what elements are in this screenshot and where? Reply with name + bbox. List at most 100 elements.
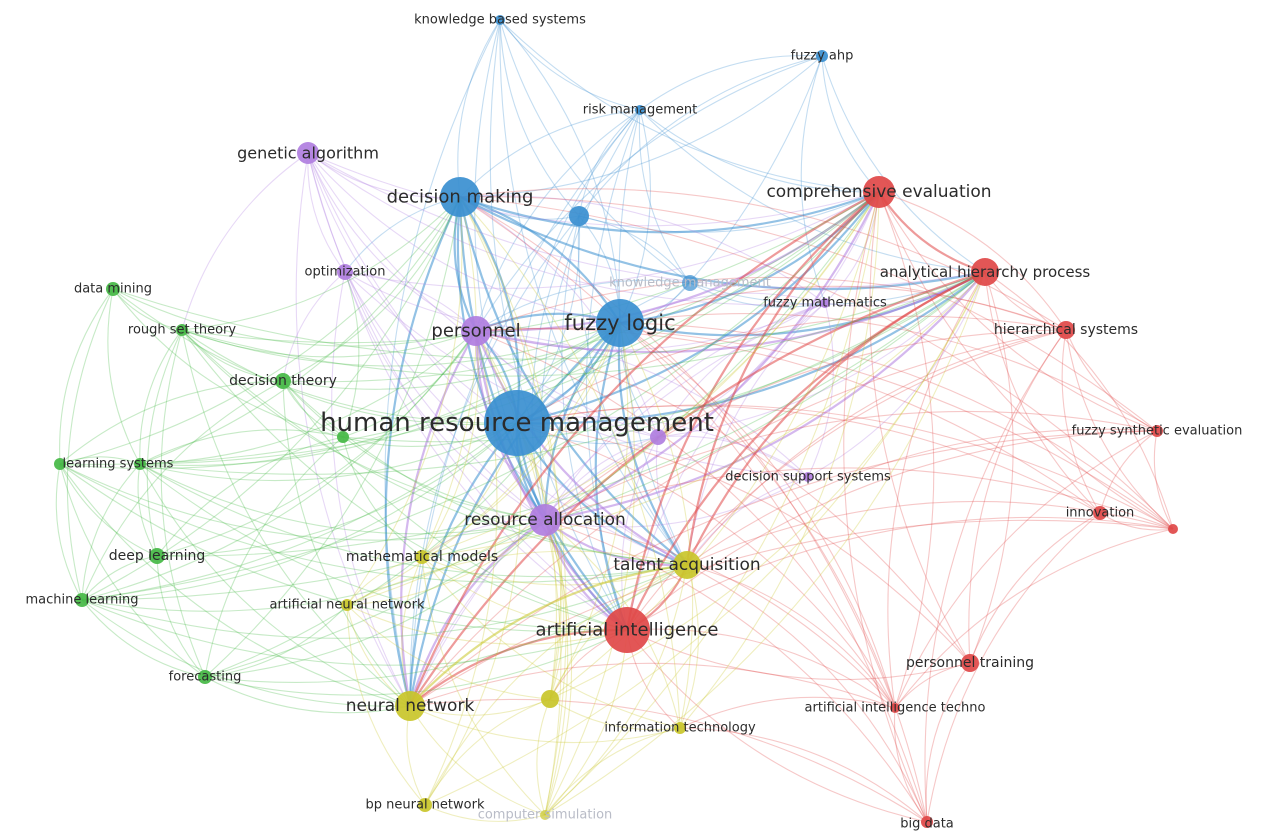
link-mm-nn xyxy=(401,556,423,707)
link-pt-hrm xyxy=(516,422,971,664)
node-label[interactable]: decision theory xyxy=(229,373,337,389)
node-label[interactable]: knowledge management xyxy=(609,276,771,291)
node-label[interactable]: fuzzy mathematics xyxy=(763,296,887,311)
node-dm[interactable] xyxy=(440,177,480,217)
node-label[interactable]: artificial intelligence techno xyxy=(805,701,986,716)
link-ga-ahp xyxy=(307,152,986,289)
link-cs-ra xyxy=(544,519,573,816)
node-ta[interactable] xyxy=(673,551,701,579)
node-r1[interactable] xyxy=(1168,524,1178,534)
link-ls-ta xyxy=(59,463,688,583)
node-label[interactable]: neural network xyxy=(346,696,475,716)
node-dss[interactable] xyxy=(803,472,813,482)
node-dt[interactable] xyxy=(275,373,291,389)
node-ahp[interactable] xyxy=(971,258,999,286)
node-label[interactable]: analytical hierarchy process xyxy=(880,263,1091,281)
node-label[interactable]: information technology xyxy=(604,721,756,736)
link-it-fl xyxy=(619,322,694,729)
node-rm[interactable] xyxy=(635,105,645,115)
node-mm[interactable] xyxy=(415,550,429,564)
node-label[interactable]: data mining xyxy=(74,282,152,297)
node-kbs[interactable] xyxy=(495,15,505,25)
node-ml[interactable] xyxy=(75,593,89,607)
node-label[interactable]: fuzzy ahp xyxy=(791,49,854,64)
node-ann[interactable] xyxy=(341,599,353,611)
node-hs[interactable] xyxy=(1057,321,1075,339)
node-y1[interactable] xyxy=(541,690,559,708)
link-opt-nn xyxy=(331,271,411,707)
node-label[interactable]: artificial intelligence xyxy=(536,620,719,641)
node-label[interactable]: comprehensive evaluation xyxy=(766,182,991,202)
node-label[interactable]: rough set theory xyxy=(128,323,237,338)
link-ls-ai xyxy=(59,463,628,633)
node-b1[interactable] xyxy=(569,206,589,226)
node-label[interactable]: talent acquisition xyxy=(613,555,760,575)
node-nn[interactable] xyxy=(395,691,425,721)
node-label[interactable]: personnel xyxy=(431,321,520,342)
node-label[interactable]: hierarchical systems xyxy=(994,322,1138,338)
node-pt[interactable] xyxy=(961,654,979,672)
node-bpnn[interactable] xyxy=(418,798,432,812)
node-ce[interactable] xyxy=(863,176,895,208)
node-hrm[interactable] xyxy=(484,390,550,456)
link-ga-hrm xyxy=(307,152,518,424)
node-dl[interactable] xyxy=(149,548,165,564)
node-cs[interactable] xyxy=(540,810,550,820)
node-ga[interactable] xyxy=(297,142,319,164)
node-label[interactable]: human resource management xyxy=(320,408,714,438)
node-label[interactable]: fuzzy synthetic evaluation xyxy=(1072,424,1243,439)
node-fahp[interactable] xyxy=(816,50,828,62)
link-rst-dl xyxy=(146,329,183,557)
node-label[interactable]: artificial neural network xyxy=(269,598,424,613)
node-label[interactable]: bp neural network xyxy=(366,798,485,813)
node-per[interactable] xyxy=(461,316,491,346)
node-label[interactable]: personnel training xyxy=(906,655,1034,671)
link-fc-ta xyxy=(204,564,688,684)
link-fse-ta xyxy=(686,428,1158,566)
node-label[interactable]: risk management xyxy=(583,103,697,118)
node-ai[interactable] xyxy=(604,607,650,653)
node-ra[interactable] xyxy=(529,504,561,536)
node-inn[interactable] xyxy=(1093,506,1107,520)
link-y1-fl xyxy=(549,322,629,700)
node-bd[interactable] xyxy=(921,816,933,828)
node-rst[interactable] xyxy=(176,324,188,336)
node-label[interactable]: forecasting xyxy=(169,670,242,685)
link-r1-ra xyxy=(544,467,1174,530)
node-opt[interactable] xyxy=(337,264,353,280)
link-ga-fm xyxy=(307,152,826,306)
node-label[interactable]: knowledge based systems xyxy=(414,13,586,28)
node-label[interactable]: big data xyxy=(900,817,954,832)
node-fse[interactable] xyxy=(1151,425,1163,437)
node-km[interactable] xyxy=(682,275,698,291)
node-ls[interactable] xyxy=(54,458,66,470)
node-dmin[interactable] xyxy=(106,282,120,296)
link-fm-ai xyxy=(626,302,826,631)
node-label[interactable]: computer simulation xyxy=(478,808,613,823)
node-label[interactable]: genetic algorithm xyxy=(237,144,379,163)
node-label[interactable]: decision support systems xyxy=(725,470,891,485)
node-fc[interactable] xyxy=(198,670,212,684)
node-label[interactable]: machine learning xyxy=(25,593,138,608)
link-kbs-b1 xyxy=(499,19,580,217)
node-label[interactable]: resource allocation xyxy=(464,510,626,530)
node-it[interactable] xyxy=(674,722,686,734)
node-label[interactable]: innovation xyxy=(1066,506,1135,521)
node-label[interactable]: decision making xyxy=(387,187,534,208)
node-label[interactable]: deep learning xyxy=(109,548,206,564)
node-fm[interactable] xyxy=(820,298,830,308)
node-label[interactable]: optimization xyxy=(305,265,386,280)
node-g1[interactable] xyxy=(337,431,349,443)
node-label[interactable]: learning systems xyxy=(63,457,174,472)
node-layer xyxy=(54,15,1178,828)
node-label[interactable]: fuzzy logic xyxy=(564,311,675,335)
node-fl[interactable] xyxy=(596,299,644,347)
node-g2[interactable] xyxy=(134,458,146,470)
link-dmin-ml xyxy=(66,288,114,601)
node-label[interactable]: mathematical models xyxy=(346,549,498,565)
link-kbs-nn xyxy=(384,19,501,707)
node-p1[interactable] xyxy=(650,429,666,445)
node-ait[interactable] xyxy=(890,703,900,713)
link-rm-ra xyxy=(539,109,641,521)
